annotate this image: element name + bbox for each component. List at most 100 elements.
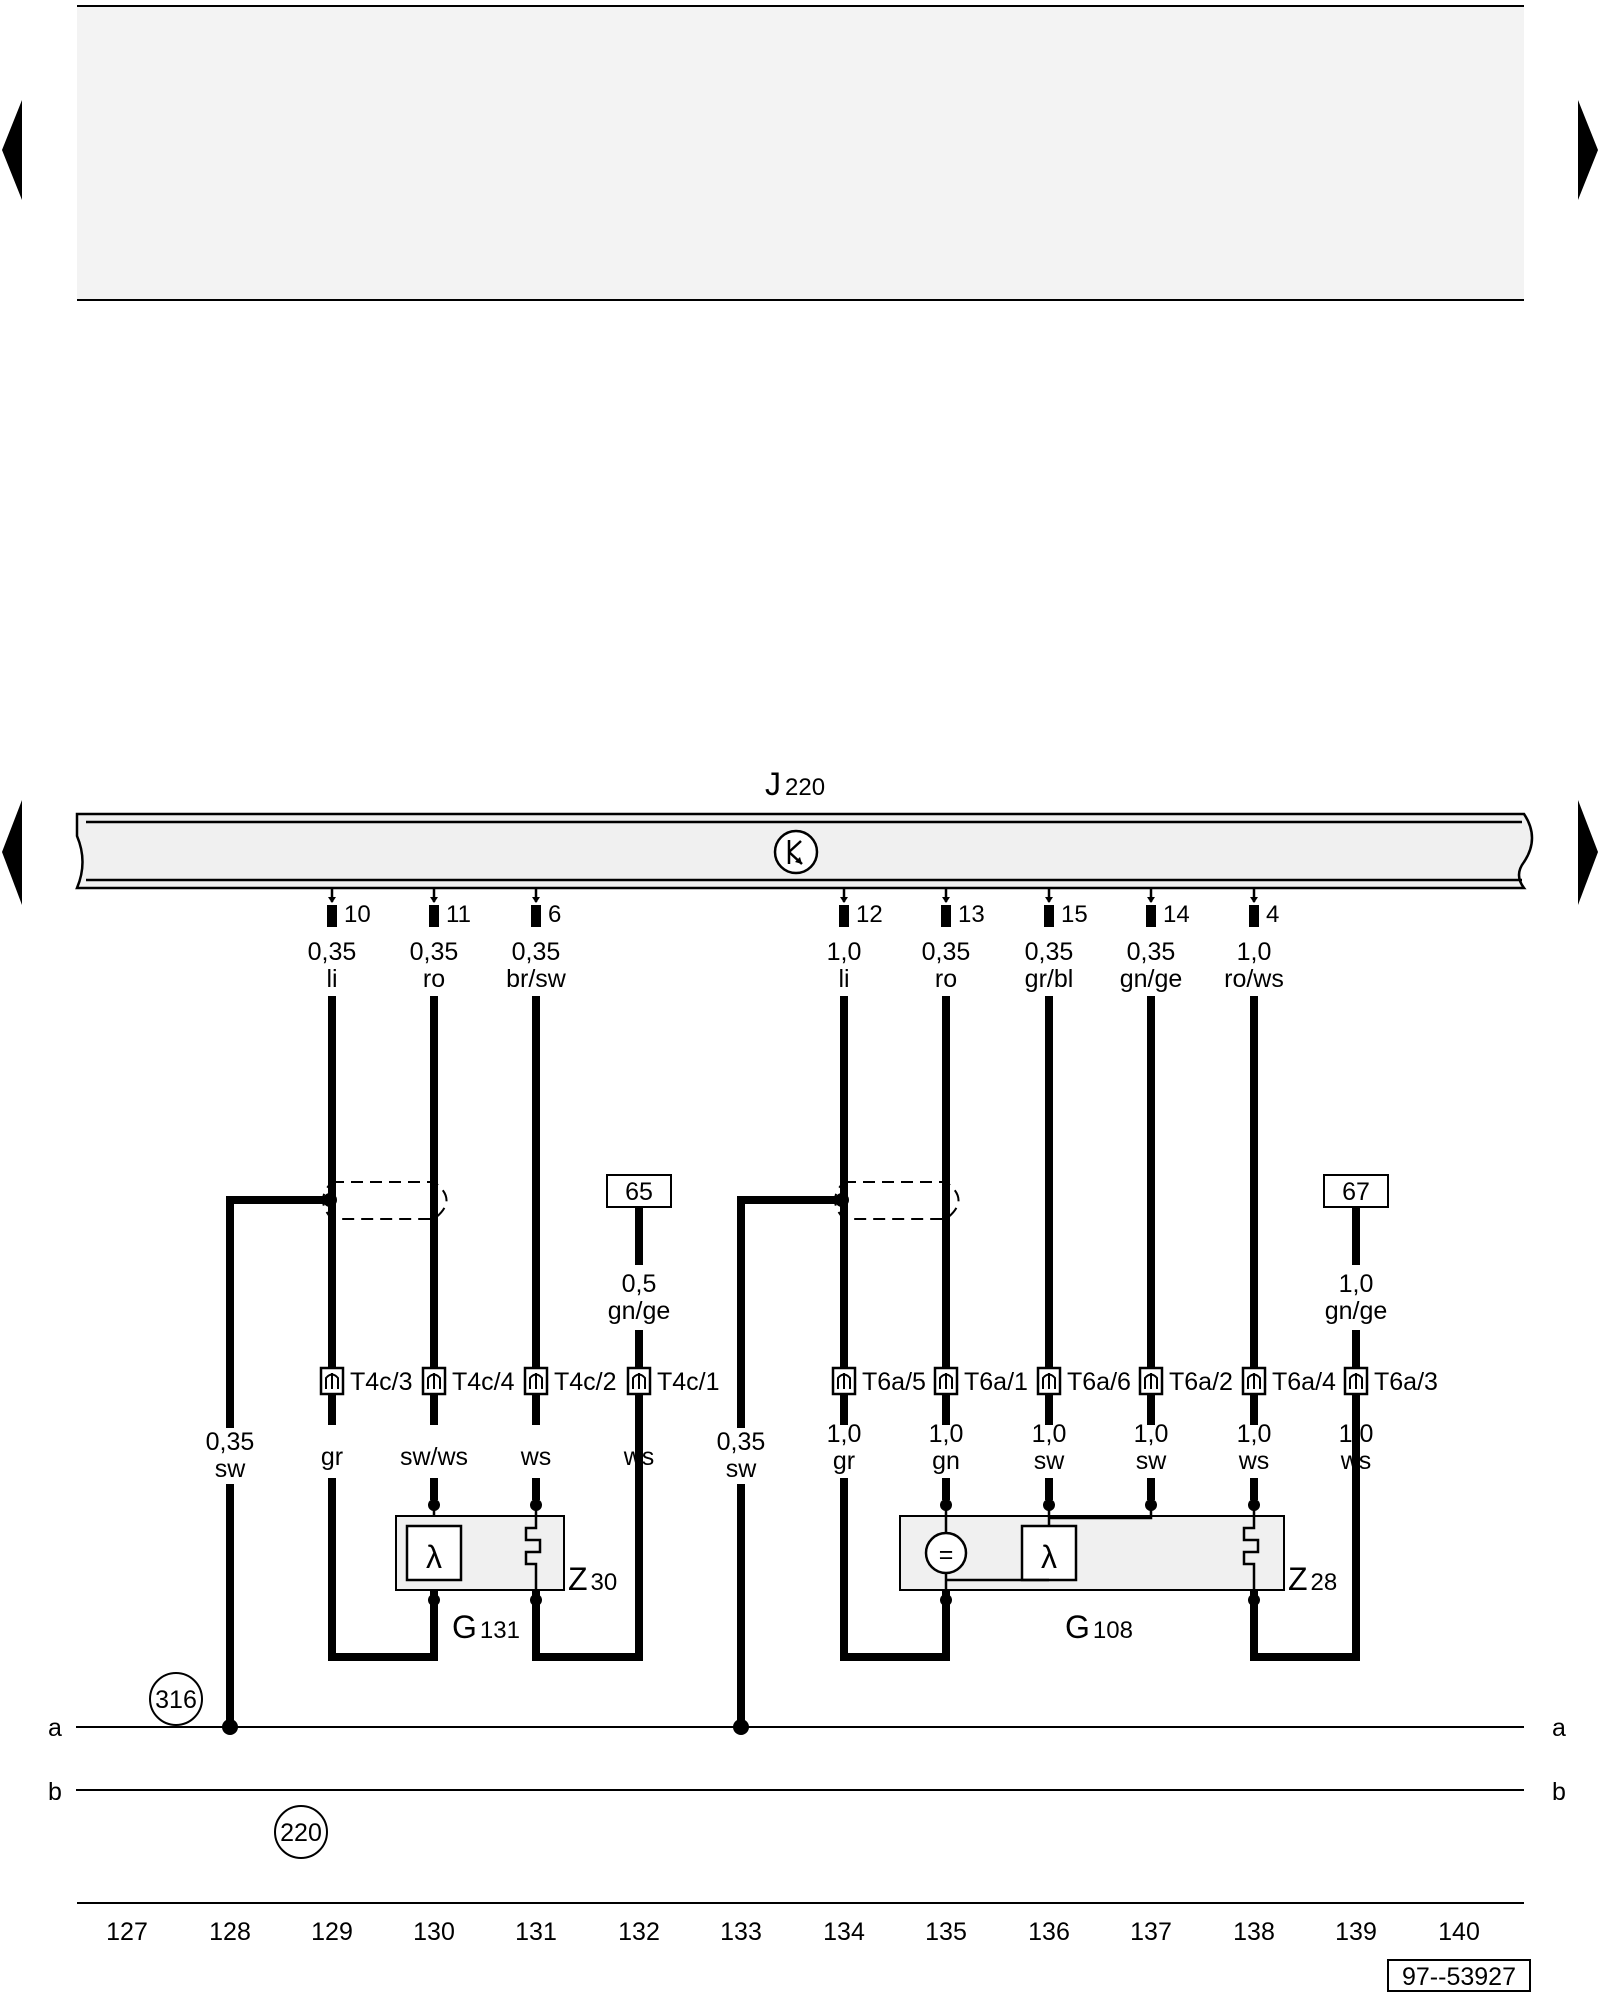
ref-circle-220[interactable]: 220 (274, 1805, 328, 1859)
wire-color: sw (1136, 1447, 1168, 1475)
ref-65[interactable]: 650,5gn/ge (606, 1174, 672, 1367)
connector-t6a-1[interactable]: T6a/11,0gn (929, 1366, 1028, 1500)
wire-harness: 100,35li110,35ro60,35br/sw121,0li130,35r… (308, 888, 1389, 1367)
svg-text:220: 220 (280, 1819, 322, 1847)
busbar-a: a a (48, 1714, 1566, 1742)
busbar-b: b b (48, 1778, 1566, 1806)
diagram-prev-arrow-icon[interactable] (2, 800, 22, 905)
wire-8: 4 1,0ro/ws (1224, 888, 1284, 1367)
return-loops (328, 1392, 1360, 1661)
page-next-arrow-icon[interactable] (1578, 100, 1598, 200)
pin-number: 4 (1266, 901, 1279, 928)
wire-gauge: 1,0 (1237, 938, 1272, 966)
wire-color: br/sw (506, 965, 567, 993)
svg-text:a: a (48, 1714, 62, 1742)
cable-shields (322, 1181, 960, 1220)
connector-t6a-4[interactable]: T6a/41,0ws (1237, 1366, 1336, 1500)
connector-t6a-3[interactable]: T6a/31,0ws (1339, 1366, 1438, 1500)
heater-element-icon (1242, 1510, 1260, 1600)
pin-number: 12 (856, 901, 883, 928)
diagram-next-arrow-icon[interactable] (1578, 800, 1598, 905)
ref-circle-316[interactable]: 316 (149, 1672, 203, 1726)
column-number: 128 (209, 1918, 251, 1946)
wire-color: li (838, 965, 849, 993)
svg-text:97--53927: 97--53927 (1402, 1963, 1516, 1991)
column-number: 135 (925, 1918, 967, 1946)
svg-text:a: a (1552, 1714, 1566, 1742)
pin-number: 6 (548, 901, 561, 928)
column-number: 139 (1335, 1918, 1377, 1946)
column-number: 137 (1130, 1918, 1172, 1946)
connector-t4c-2[interactable]: T4c/2 ws (520, 1366, 617, 1500)
wire-color: gr (833, 1447, 855, 1475)
column-number: 132 (618, 1918, 660, 1946)
column-number: 130 (413, 1918, 455, 1946)
connector-label: T4c/3 (350, 1368, 413, 1396)
return-loop-1 (328, 1500, 438, 1661)
column-number: 138 (1233, 1918, 1275, 1946)
wire-color: gn (932, 1447, 960, 1475)
ref-number: 65 (625, 1178, 653, 1206)
page-prev-arrow-icon[interactable] (2, 100, 22, 200)
connector-t6a-5[interactable]: T6a/51,0gr (827, 1366, 926, 1500)
wire-color: gn/ge (608, 1297, 671, 1325)
wire-color: ws (520, 1443, 552, 1471)
wire-color: sw (726, 1455, 758, 1483)
column-number: 140 (1438, 1918, 1480, 1946)
connector-label: T6a/6 (1067, 1368, 1131, 1396)
wire-4: 121,0li (827, 888, 883, 1367)
connector-t6a-6[interactable]: T6a/61,0sw (1032, 1366, 1131, 1500)
connector-label: T4c/4 (452, 1368, 515, 1396)
transistor-switch-icon (773, 829, 819, 875)
figure-id-box: 97--53927 (1387, 1959, 1531, 1992)
wire-gauge: 0,35 (206, 1428, 255, 1456)
connector-label: T4c/1 (657, 1368, 720, 1396)
connector-t4c-4[interactable]: T4c/4 sw/ws (400, 1366, 515, 1500)
wire-color: sw (1034, 1447, 1066, 1475)
shield-g108 (834, 1181, 960, 1220)
connector-label: T4c/2 (554, 1368, 617, 1396)
column-number: 129 (311, 1918, 353, 1946)
connector-t6a-2[interactable]: T6a/21,0sw (1134, 1366, 1233, 1500)
wire-color: ws (1238, 1447, 1270, 1475)
wire-color: ro/ws (1224, 965, 1284, 993)
svg-text:b: b (1552, 1778, 1566, 1806)
wire-color: li (326, 965, 337, 993)
heater-element-icon (524, 1510, 542, 1600)
connector-t4c-3[interactable]: T4c/3gr (319, 1366, 413, 1500)
svg-text:b: b (48, 1778, 62, 1806)
return-loop-2 (532, 1392, 643, 1661)
lambda-symbol: λ (1041, 1539, 1057, 1575)
wire-color: sw/ws (400, 1443, 468, 1471)
pin-number: 13 (958, 901, 985, 928)
connector-row: T4c/3grT4c/4sw/wsT4c/2wsT4c/1wsT6a/51,0g… (319, 1366, 1438, 1500)
wire-color: gn/ge (1120, 965, 1183, 993)
wire-color: ro (935, 965, 957, 993)
connector-label: T6a/5 (862, 1368, 926, 1396)
wire-gauge: 0,35 (512, 938, 561, 966)
connector-t4c-1[interactable]: T4c/1ws (623, 1366, 720, 1500)
pin-number: 11 (446, 901, 471, 928)
wire-gauge: 0,35 (410, 938, 459, 966)
wire-gauge: 1,0 (1339, 1270, 1374, 1298)
wire-color: ro (423, 965, 445, 993)
ref-67[interactable]: 671,0gn/ge (1323, 1174, 1389, 1367)
wire-gauge: 0,35 (922, 938, 971, 966)
return-loop-4 (1250, 1392, 1360, 1661)
dc-symbol: = (939, 1541, 954, 1569)
wire-gauge: 0,35 (1127, 938, 1176, 966)
wire-gauge: 0,35 (1025, 938, 1074, 966)
wire-color: gr/bl (1025, 965, 1074, 993)
